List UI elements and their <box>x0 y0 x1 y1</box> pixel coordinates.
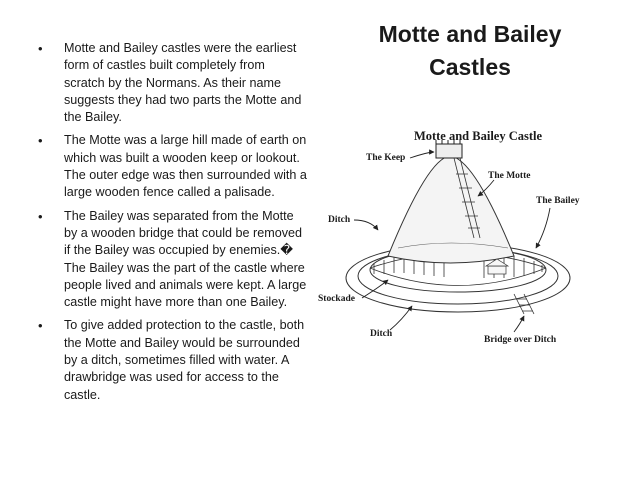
title-line-2: Castles <box>429 54 511 80</box>
bailey-buildings <box>484 258 510 275</box>
keep-drawing <box>435 140 463 159</box>
label-bailey: The Bailey <box>536 196 580 206</box>
bullet-item: The Bailey was separated from the Motte … <box>38 208 308 312</box>
label-keep: The Keep <box>366 153 405 163</box>
bullet-item: To give added protection to the castle, … <box>38 317 308 403</box>
label-ditch-left: Ditch <box>328 215 351 225</box>
bullet-item: The Motte was a large hill made of earth… <box>38 132 308 201</box>
label-ditch-bottom: Ditch <box>370 329 393 339</box>
label-arrows <box>353 149 551 333</box>
title-line-1: Motte and Bailey <box>378 21 562 47</box>
label-motte: The Motte <box>488 171 530 181</box>
slide-title: Motte and Bailey Castles <box>340 18 600 84</box>
bridge-over-ditch <box>513 293 535 315</box>
bullet-item: Motte and Bailey castles were the earlie… <box>38 40 308 126</box>
label-bridge: Bridge over Ditch <box>484 335 557 345</box>
bullet-list: Motte and Bailey castles were the earlie… <box>38 40 308 410</box>
motte-bridge <box>453 157 481 239</box>
label-stockade: Stockade <box>318 294 355 304</box>
castle-diagram: Motte and Bailey Castle The Keep The Mot… <box>318 129 580 345</box>
diagram-title: Motte and Bailey Castle <box>414 129 543 143</box>
motte-hill <box>387 155 515 264</box>
